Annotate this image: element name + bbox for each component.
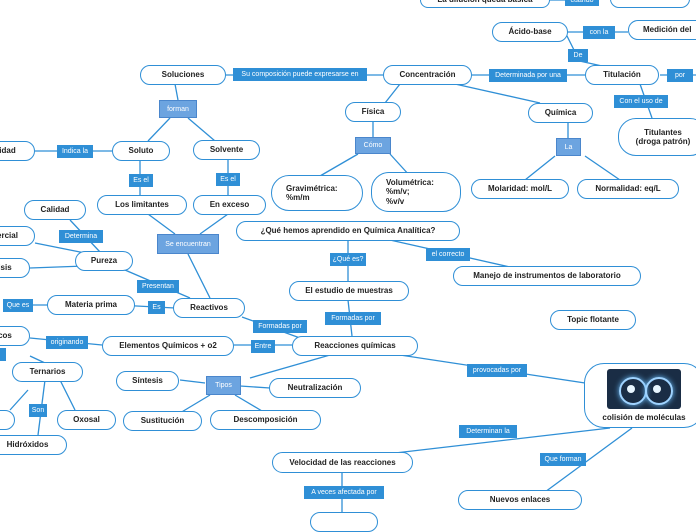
node-normalidad[interactable]: Normalidad: eq/L: [577, 179, 679, 199]
node-oxosal[interactable]: Oxosal: [57, 410, 116, 430]
node-solvente[interactable]: Solvente: [193, 140, 260, 160]
label-provocadas-por: provocadas por: [467, 364, 527, 377]
node-soluciones[interactable]: Soluciones: [140, 65, 226, 85]
label-determinan-la: Determinan la: [459, 425, 517, 438]
label-determinada-por-una: Determinada por una: [489, 69, 567, 82]
label-son: Son: [29, 404, 47, 417]
label-formadas-por-2: Formadas por: [253, 320, 307, 333]
node-que-hemos-aprendido[interactable]: ¿Qué hemos aprendido en Química Analític…: [236, 221, 460, 241]
label-es: Es: [148, 301, 165, 314]
node-sintesis[interactable]: Síntesis: [116, 371, 179, 391]
node-partial-bottom[interactable]: [310, 512, 378, 532]
label-de: De: [568, 49, 588, 62]
hub-la: La: [556, 138, 581, 156]
node-el-estudio-de-muestras[interactable]: El estudio de muestras: [289, 281, 409, 301]
molecules-image: [607, 369, 681, 409]
node-sustitucion[interactable]: Sustitución: [123, 411, 202, 431]
node-gravimetrica[interactable]: Gravimétrica: %m/m: [271, 175, 363, 211]
node-elementos-quimicos[interactable]: Elementos Químicos + o2: [102, 336, 234, 356]
node-fisica[interactable]: Física: [345, 102, 401, 122]
label-su-composicion: Su composición puede expresarse en: [233, 68, 367, 81]
node-titulantes[interactable]: Titulantes (droga patrón): [618, 118, 696, 156]
node-cos[interactable]: cos: [0, 326, 30, 346]
hub-tipos: Tipos: [206, 376, 241, 395]
node-dilucion-basica[interactable]: La dilución queda básica: [420, 0, 550, 8]
node-hidroxidos[interactable]: Hidróxidos: [0, 435, 67, 455]
hub-como: Cómo: [355, 137, 391, 154]
node-isis[interactable]: isis: [0, 258, 30, 278]
node-manejo-instrumentos[interactable]: Manejo de instrumentos de laboratorio: [453, 266, 641, 286]
node-en-exceso[interactable]: En exceso: [193, 195, 266, 215]
label-con-el-uso-de: Con el uso de: [614, 95, 668, 108]
node-topic-flotante[interactable]: Topic flotante: [550, 310, 636, 330]
node-titulacion[interactable]: Titulación: [585, 65, 659, 85]
label-determina: Determina: [59, 230, 103, 243]
label-indica-la: Indica la: [57, 145, 93, 158]
node-idad[interactable]: idad: [0, 141, 35, 161]
node-descomposicion[interactable]: Descomposición: [210, 410, 321, 430]
node-ercial[interactable]: ercial: [0, 226, 35, 246]
node-quimica[interactable]: Química: [528, 103, 593, 123]
node-concentracion[interactable]: Concentración: [383, 65, 472, 85]
node-los-limitantes[interactable]: Los limitantes: [97, 195, 187, 215]
label-que-forman: Que forman: [540, 453, 586, 466]
label-small-edge: [0, 348, 6, 361]
label-originando: originando: [46, 336, 88, 349]
label-a-veces-afectada: A veces afectada por: [304, 486, 384, 499]
node-velocidad-reacciones[interactable]: Velocidad de las reacciones: [272, 452, 413, 473]
collision-label: colisión de moléculas: [602, 413, 686, 422]
node-acido-base[interactable]: Ácido-base: [492, 22, 568, 42]
node-pureza[interactable]: Pureza: [75, 251, 133, 271]
label-con-la: con la: [583, 26, 615, 39]
label-formadas-por-1: Formadas por: [325, 312, 381, 325]
node-molaridad[interactable]: Molaridad: mol/L: [471, 179, 569, 199]
hub-forman: forman: [159, 100, 197, 118]
node-neutralizacion[interactable]: Neutralización: [269, 378, 361, 398]
label-por: por: [667, 69, 693, 82]
label-que-es: ¿Qué es?: [330, 253, 366, 266]
node-soluto[interactable]: Soluto: [112, 141, 170, 161]
node-calidad[interactable]: Calidad: [24, 200, 86, 220]
node-materia-prima[interactable]: Materia prima: [47, 295, 135, 315]
node-nuevos-enlaces[interactable]: Nuevos enlaces: [458, 490, 582, 510]
node-volumetrica[interactable]: Volumétrica: %m/v; %v/v: [371, 172, 461, 212]
label-es-el-2: Es el: [216, 173, 240, 186]
node-colision-moleculas[interactable]: colisión de moléculas: [584, 363, 696, 428]
label-cuando: cuando: [565, 0, 599, 6]
hub-se-encuentran: Se encuentran: [157, 234, 219, 254]
label-entre: Entre: [251, 340, 275, 353]
node-partial-top-right[interactable]: [610, 0, 690, 8]
label-el-correcto: el correcto: [426, 248, 470, 261]
node-medicion-del[interactable]: Medición del: [628, 20, 696, 40]
label-presentan: Presentan: [137, 280, 179, 293]
node-s-partial[interactable]: s: [0, 410, 15, 430]
node-reacciones-quimicas[interactable]: Reacciones químicas: [292, 336, 418, 356]
label-es-el-1: Es el: [129, 174, 153, 187]
label-que-es-small: Que es: [3, 299, 33, 312]
node-ternarios[interactable]: Ternarios: [12, 362, 83, 382]
node-reactivos[interactable]: Reactivos: [173, 298, 245, 318]
